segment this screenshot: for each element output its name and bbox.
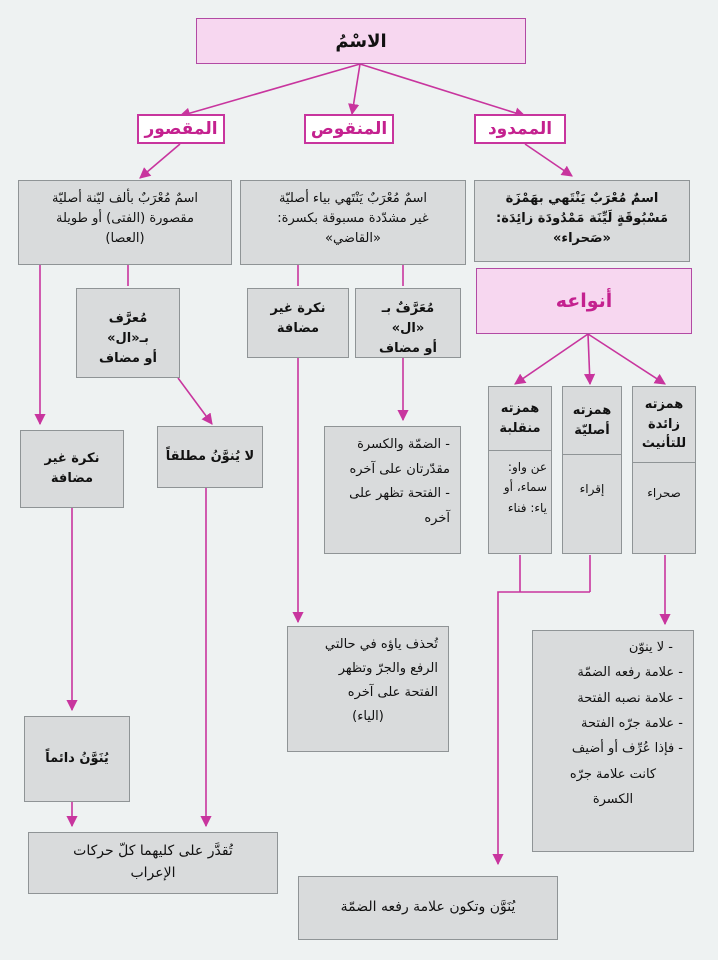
mamdud-rule-line: الكسرة: [592, 792, 634, 808]
maqsur-indef-line: مضافة: [50, 471, 94, 487]
branch-mamdud: الممدود: [474, 114, 566, 144]
manqus-def-line: اسمٌ مُعْرَبٌ يَنْتَهي بياء أصليّة: [278, 191, 428, 206]
type-munqaliba-example-line: عن واو:: [507, 460, 547, 474]
manqus-rule-indef: تُحذف ياؤه في حالتي الرفع والجرّ وتظهر ا…: [287, 626, 449, 752]
mamdud-rule-line: - فإذا عُرِّف أو أضيف: [571, 741, 683, 757]
type-asliyya-example-text: إقراء: [579, 482, 605, 496]
maqsur-est-line: تُقدَّر على كليهما كلّ حركات: [73, 843, 233, 859]
root-label: الاسْمُ: [335, 30, 387, 52]
maqsur-defined-line: مُعرَّف بـ«ال»: [107, 311, 149, 347]
maqsur-def-line: مقصورة (الفتى) أو طويلة: [56, 211, 194, 227]
mamdud-types-title: أنواعه: [476, 268, 692, 334]
connector-mamdud-def: [524, 143, 573, 177]
maqsur-indef-line: نكرة غير: [44, 451, 100, 466]
type-asliyya-example: إقراء: [563, 455, 621, 505]
mamdud-definition: اسمٌ مُعْرَبٌ يَنْتَهي بهَمْزَة مَسْبُوق…: [474, 180, 690, 262]
mamdud-def-line: «صَحراء»: [553, 231, 611, 247]
type-asliyya: همزته أصليّة إقراء: [562, 386, 622, 554]
manqus-def-line: غير مشدّدة مسبوقة بكسرة:: [277, 211, 429, 227]
type-munqaliba-example: عن واو: سماء، أو ياء: فناء: [489, 451, 551, 524]
branch-mamdud-label: الممدود: [487, 119, 553, 139]
manqus-rule-indef-line: (الياء): [352, 709, 384, 725]
manqus-rule-indef-line: تُحذف ياؤه في حالتي: [324, 637, 438, 652]
maqsur-defined: مُعرَّف بـ«ال» أو مضاف: [76, 288, 180, 378]
branch-maqsur-label: المقصور: [144, 119, 218, 139]
maqsur-tanwin: يُنَوَّنُ دائماً: [24, 716, 130, 802]
manqus-rule-line: - الضمّة والكسرة: [357, 437, 450, 452]
manqus-rule-defined: - الضمّة والكسرة مقدّرتان على آخره - الف…: [324, 426, 461, 554]
manqus-rule-indef-line: الرفع والجرّ وتظهر: [338, 661, 438, 677]
maqsur-est-line: الإعراب: [130, 864, 176, 881]
type-munqaliba-title: همزته منقلبة: [489, 387, 551, 451]
maqsur-definition: اسمٌ مُعْرَبٌ بألف ليّنة أصليّة مقصورة (…: [18, 180, 232, 265]
maqsur-no-tanwin: لا يُنوَّنُ مطلقاً: [157, 426, 263, 488]
manqus-indef: نكرة غير مضافة: [247, 288, 349, 358]
manqus-rule-line: - الفتحة تظهر على: [349, 486, 450, 502]
manqus-defined: مُعَرَّفٌ بـ «ال» أو مضاف: [355, 288, 461, 358]
connector-root-maqsur: [178, 63, 361, 119]
connector-merge-rule: [492, 591, 590, 866]
mamdud-def-line: اسمٌ مُعْرَبٌ يَنْتَهي بهَمْزَة: [505, 191, 659, 206]
manqus-rule-line: مقدّرتان على آخره: [349, 461, 450, 477]
maqsur-indef: نكرة غير مضافة: [20, 430, 124, 508]
type-ziyada-title: همزته زائدة للتأنيث: [633, 387, 695, 463]
maqsur-def-line: (العصا): [105, 231, 145, 247]
manqus-def-line: «القاضي»: [325, 231, 381, 247]
connector-maqsur-def: [139, 143, 181, 179]
mamdud-rule-others-label: يُنَوَّن وتكون علامة رفعه الضمّة: [340, 899, 516, 916]
mamdud-rule-others: يُنَوَّن وتكون علامة رفعه الضمّة: [298, 876, 558, 940]
maqsur-defined-line: أو مضاف: [99, 351, 157, 367]
manqus-indef-line: مضافة: [276, 321, 320, 337]
maqsur-def-line: اسمٌ مُعْرَبٌ بألف ليّنة أصليّة: [52, 191, 198, 206]
type-ziyada: همزته زائدة للتأنيث صحراء: [632, 386, 696, 554]
type-asliyya-title-line: أصليّة: [574, 422, 610, 438]
manqus-rule-line: آخره: [424, 511, 450, 527]
type-munqaliba-example-line: سماء، أو: [503, 480, 547, 495]
branch-manqus: المنقوص: [304, 114, 394, 144]
mamdud-rule-line: - لا ينوّن: [628, 640, 673, 655]
connector-root-mamdud: [359, 63, 527, 119]
connector-types-munqaliba: [514, 333, 589, 385]
type-munqaliba-title-line: منقلبة: [499, 420, 541, 436]
manqus-defined-line: أو مضاف: [379, 341, 437, 357]
mamdud-rules-ziyada: - لا ينوّن - علامة رفعه الضمّة - علامة ن…: [532, 630, 694, 852]
maqsur-tanwin-label: يُنَوَّنُ دائماً: [45, 750, 109, 766]
type-ziyada-example-text: صحراء: [647, 485, 681, 500]
type-ziyada-title-line: زائدة: [647, 416, 680, 432]
mamdud-rule-line: - علامة جرّه الفتحة: [581, 716, 683, 732]
root-node: الاسْمُ: [196, 18, 526, 64]
type-munqaliba-example-line: ياء: فناء: [507, 500, 547, 515]
mamdud-rule-line: - علامة رفعه الضمّة: [577, 665, 683, 681]
manqus-definition: اسمٌ مُعْرَبٌ يَنْتَهي بياء أصليّة غير م…: [240, 180, 466, 265]
maqsur-estimated: تُقدَّر على كليهما كلّ حركات الإعراب: [28, 832, 278, 894]
branch-maqsur: المقصور: [137, 114, 225, 144]
mamdud-types-title-label: أنواعه: [555, 290, 613, 312]
connector-types-asliyya: [584, 333, 596, 386]
manqus-defined-line: مُعَرَّفٌ بـ «ال»: [381, 301, 435, 337]
manqus-rule-indef-line: الفتحة على آخره: [347, 685, 438, 701]
type-ziyada-example: صحراء: [633, 463, 695, 509]
connector-maqsur-defined-notanwin: [177, 377, 213, 425]
type-munqaliba-title-line: همزته: [500, 401, 540, 416]
type-ziyada-title-line: للتأنيث: [641, 436, 687, 451]
connector-root-manqus: [348, 63, 361, 116]
type-asliyya-title-line: همزته: [572, 403, 612, 418]
type-munqaliba: همزته منقلبة عن واو: سماء، أو ياء: فناء: [488, 386, 552, 554]
mamdud-rule-line: كانت علامة جرّه: [569, 766, 657, 782]
type-ziyada-title-line: همزته: [644, 397, 684, 412]
mamdud-def-line: مَسْبُوقَةٍ لَيِّنَة مَمْدُودَة زائِدَة:: [496, 211, 668, 227]
mamdud-rule-line: - علامة نصبه الفتحة: [577, 690, 683, 706]
connector-types-ziyada: [587, 333, 666, 385]
maqsur-no-tanwin-label: لا يُنوَّنُ مطلقاً: [165, 448, 255, 464]
type-asliyya-title: همزته أصليّة: [563, 387, 621, 455]
manqus-indef-line: نكرة غير: [270, 301, 326, 316]
branch-manqus-label: المنقوص: [310, 119, 388, 139]
